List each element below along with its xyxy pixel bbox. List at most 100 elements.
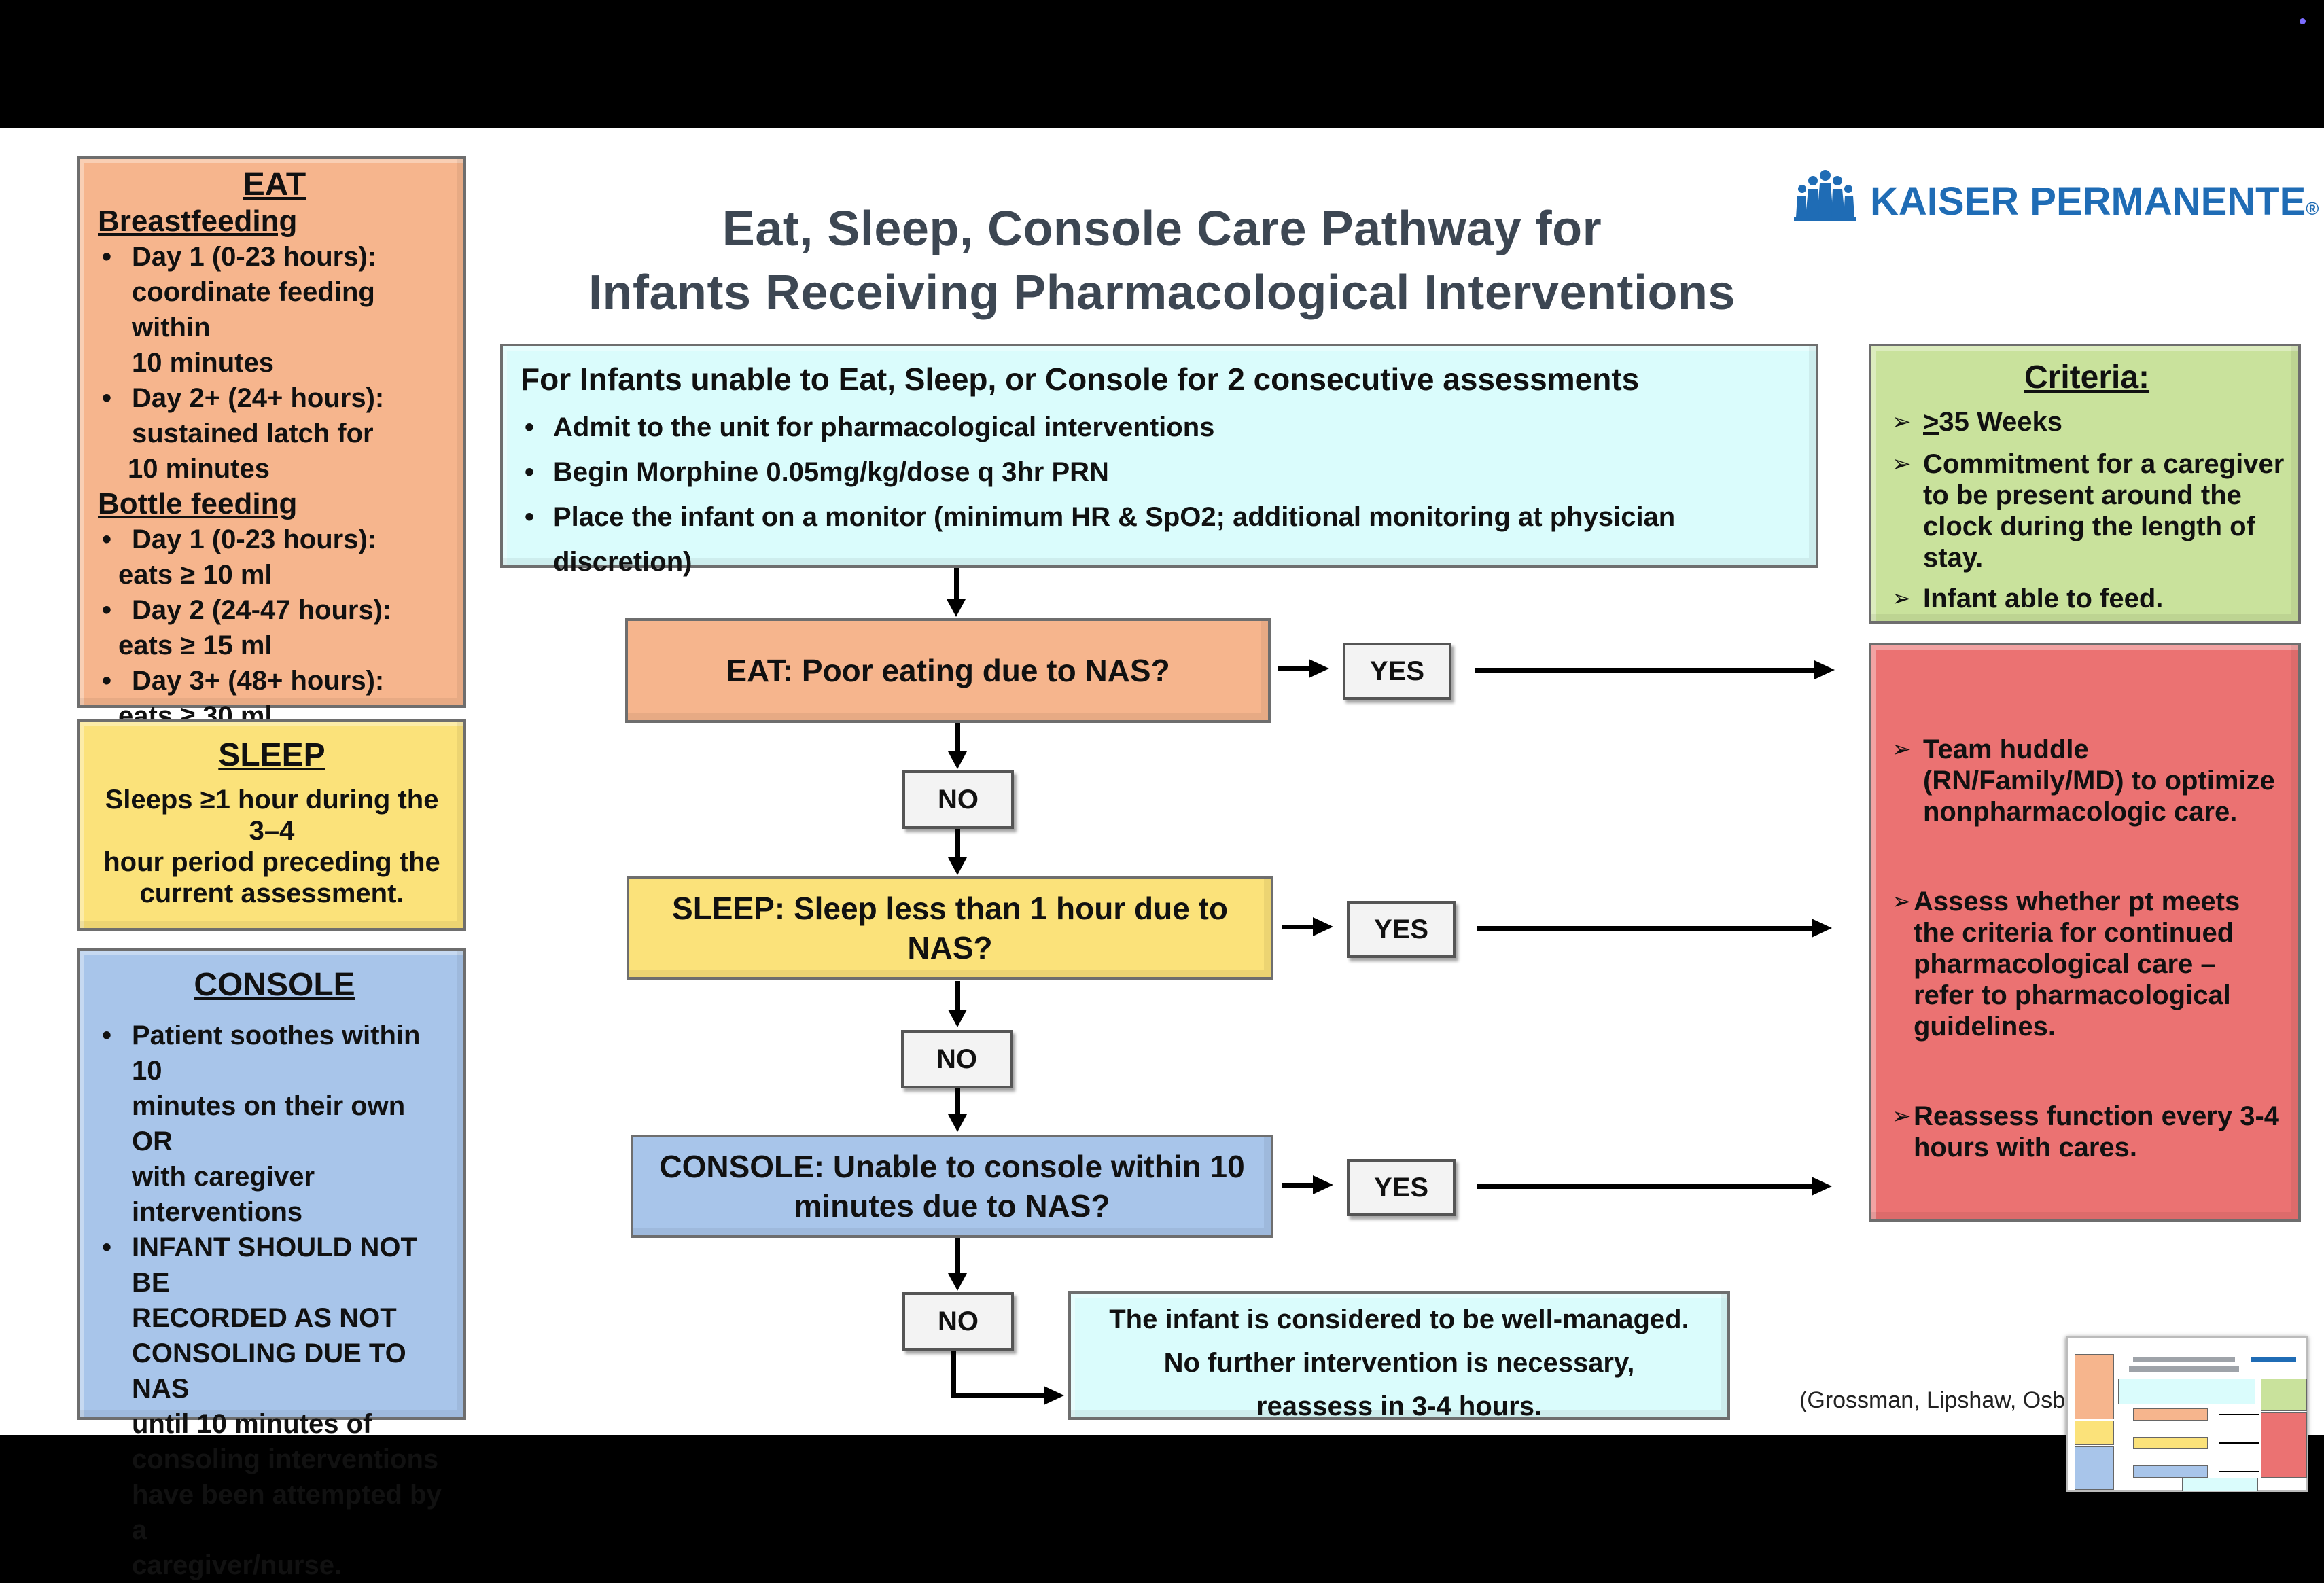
console-question-box: CONSOLE: Unable to console within 10 min… xyxy=(631,1135,1273,1238)
item-line: sustained latch for xyxy=(132,419,374,448)
well-managed-line: The infant is considered to be well-mana… xyxy=(1109,1304,1689,1334)
item-line: Patient soothes within 10 xyxy=(132,1020,421,1086)
eat-no-box: NO xyxy=(902,770,1014,829)
item-line: Day 3+ (48+ hours): xyxy=(132,666,385,696)
sleep-no-box: NO xyxy=(901,1030,1013,1088)
slide-thumbnail[interactable] xyxy=(2066,1336,2308,1492)
item-line: eats ≥ 10 ml xyxy=(118,560,272,590)
item-line: until 10 minutes of xyxy=(132,1409,372,1439)
thumb-sleep xyxy=(2075,1421,2114,1445)
sleep-yes-box: YES xyxy=(1347,901,1456,958)
no-label: NO xyxy=(936,1044,977,1074)
admission-item: Begin Morphine 0.05mg/kg/dose q 3hr PRN xyxy=(521,450,1799,495)
item-line: Day 1 (0-23 hours): xyxy=(132,524,377,554)
bottle-item: Day 1 (0-23 hours): eats ≥ 10 ml xyxy=(98,522,451,592)
flow-arrowhead-down xyxy=(948,1010,967,1027)
criteria-panel: Criteria: >35 Weeks Commitment for a car… xyxy=(1869,344,2301,624)
well-managed-line: No further intervention is necessary, xyxy=(1163,1348,1635,1378)
criteria-title: Criteria: xyxy=(2024,359,2150,395)
flow-arrowhead-down xyxy=(948,1273,967,1291)
flow-arrow-line xyxy=(951,1351,956,1398)
thumb-q-eat xyxy=(2133,1408,2208,1421)
item-line: CONSOLING DUE TO NAS xyxy=(132,1338,406,1404)
flow-arrowhead-right xyxy=(1812,919,1832,938)
breastfeeding-item: Day 1 (0-23 hours): coordinate feeding w… xyxy=(98,239,451,380)
flow-arrow-line xyxy=(955,981,960,1011)
flow-arrowhead-down xyxy=(948,1114,967,1132)
logo-name: KAISER PERMANENTE xyxy=(1870,179,2306,224)
flow-arrowhead-down xyxy=(948,751,967,769)
flow-arrowhead-right xyxy=(1313,1175,1333,1194)
item-line: 10 minutes xyxy=(132,348,274,378)
title-line-2: Infants Receiving Pharmacological Interv… xyxy=(588,266,1736,320)
thumb-title-bar xyxy=(2129,1366,2239,1372)
console-no-box: NO xyxy=(902,1292,1014,1351)
flow-arrow-line xyxy=(955,723,960,753)
thumb-actions xyxy=(2261,1412,2307,1478)
thumb-eat xyxy=(2075,1354,2114,1419)
eat-panel: EAT Breastfeeding Day 1 (0-23 hours): co… xyxy=(77,156,466,731)
flow-arrow-line xyxy=(1282,1183,1316,1188)
text-line: current assessment. xyxy=(139,878,404,908)
console-item: INFANT SHOULD NOT BE RECORDED AS NOT CON… xyxy=(98,1230,451,1583)
citation: (Grossman, Lipshaw, Osborn, xyxy=(1799,1387,2105,1413)
flow-arrow-line xyxy=(955,1088,960,1116)
eat-question-text: EAT: Poor eating due to NAS? xyxy=(726,653,1170,688)
flow-arrowhead-right xyxy=(1309,659,1329,678)
thumb-logo xyxy=(2251,1357,2296,1362)
flow-arrowhead-right xyxy=(1313,917,1333,936)
flow-arrowhead-right xyxy=(1812,1177,1832,1196)
camera-indicator xyxy=(2300,18,2306,24)
eat-question-box: EAT: Poor eating due to NAS? xyxy=(625,618,1271,723)
page-title: Eat, Sleep, Console Care Pathway for Inf… xyxy=(516,197,1808,325)
yes-label: YES xyxy=(1373,1172,1429,1203)
flow-arrow-line xyxy=(1278,666,1311,671)
flow-arrow-line xyxy=(955,1238,960,1275)
breastfeeding-item: Day 2+ (24+ hours): sustained latch for … xyxy=(98,380,451,486)
thumb-top-box xyxy=(2118,1379,2255,1404)
sleep-panel: SLEEP Sleeps ≥1 hour during the 3–4 hour… xyxy=(77,719,466,931)
console-question-line: CONSOLE: Unable to console within 10 xyxy=(659,1149,1245,1184)
thumb-well xyxy=(2182,1478,2258,1491)
item-line: Day 1 (0-23 hours): xyxy=(132,242,377,272)
action-item: Reassess function every 3-4 hours with c… xyxy=(1888,1101,2281,1163)
flow-arrow-line xyxy=(951,1393,1046,1398)
console-item: Patient soothes within 10 minutes on the… xyxy=(98,1018,451,1230)
criteria-item: Infant able to feed. xyxy=(1888,583,2286,614)
flow-arrow-line xyxy=(1282,925,1316,929)
sleep-question-box: SLEEP: Sleep less than 1 hour due to NAS… xyxy=(627,876,1273,980)
text-line: Sleeps ≥1 hour during the 3–4 xyxy=(105,785,439,846)
breastfeeding-heading: Breastfeeding xyxy=(98,204,298,238)
thumb-line xyxy=(2219,1471,2259,1472)
thumb-line xyxy=(2219,1414,2259,1415)
logo-text: KAISER PERMANENTE® xyxy=(1870,178,2319,232)
console-panel: CONSOLE Patient soothes within 10 minute… xyxy=(77,948,466,1580)
item-line: eats ≥ 15 ml xyxy=(118,630,272,660)
admission-item: Admit to the unit for pharmacological in… xyxy=(521,405,1799,450)
console-panel-title: CONSOLE xyxy=(194,967,355,1003)
action-panel: Team huddle (RN/Family/MD) to optimize n… xyxy=(1869,643,2301,1222)
item-line: have been attempted by a xyxy=(132,1480,442,1545)
item-line: consoling interventions xyxy=(132,1444,439,1474)
item-line: caregiver/nurse. xyxy=(132,1550,342,1580)
item-line: 10 minutes xyxy=(128,454,270,484)
logo-reg: ® xyxy=(2306,198,2319,219)
item-line: interventions xyxy=(132,1197,303,1227)
thumb-criteria xyxy=(2261,1379,2307,1411)
console-yes-box: YES xyxy=(1347,1159,1456,1216)
thumb-q-sleep xyxy=(2133,1437,2208,1449)
admission-item: Place the infant on a monitor (minimum H… xyxy=(521,495,1799,584)
flow-arrowhead-right xyxy=(1814,660,1835,679)
eat-yes-box: YES xyxy=(1343,643,1451,700)
text-line: hour period preceding the xyxy=(103,847,440,877)
flow-arrow-line xyxy=(955,829,960,859)
bottle-item: Day 2 (24-47 hours): eats ≥ 15 ml xyxy=(98,592,451,663)
flow-arrowhead-down xyxy=(947,599,966,617)
action-item: Assess whether pt meets the criteria for… xyxy=(1888,886,2281,1042)
thumb-q-console xyxy=(2133,1465,2208,1478)
flow-arrowhead-right xyxy=(1044,1386,1064,1405)
sleep-question-text: SLEEP: Sleep less than 1 hour due to NAS… xyxy=(672,891,1228,965)
flow-arrowhead-down xyxy=(948,857,967,875)
kaiser-people-icon xyxy=(1794,170,1856,221)
admission-heading: For Infants unable to Eat, Sleep, or Con… xyxy=(521,361,1640,397)
